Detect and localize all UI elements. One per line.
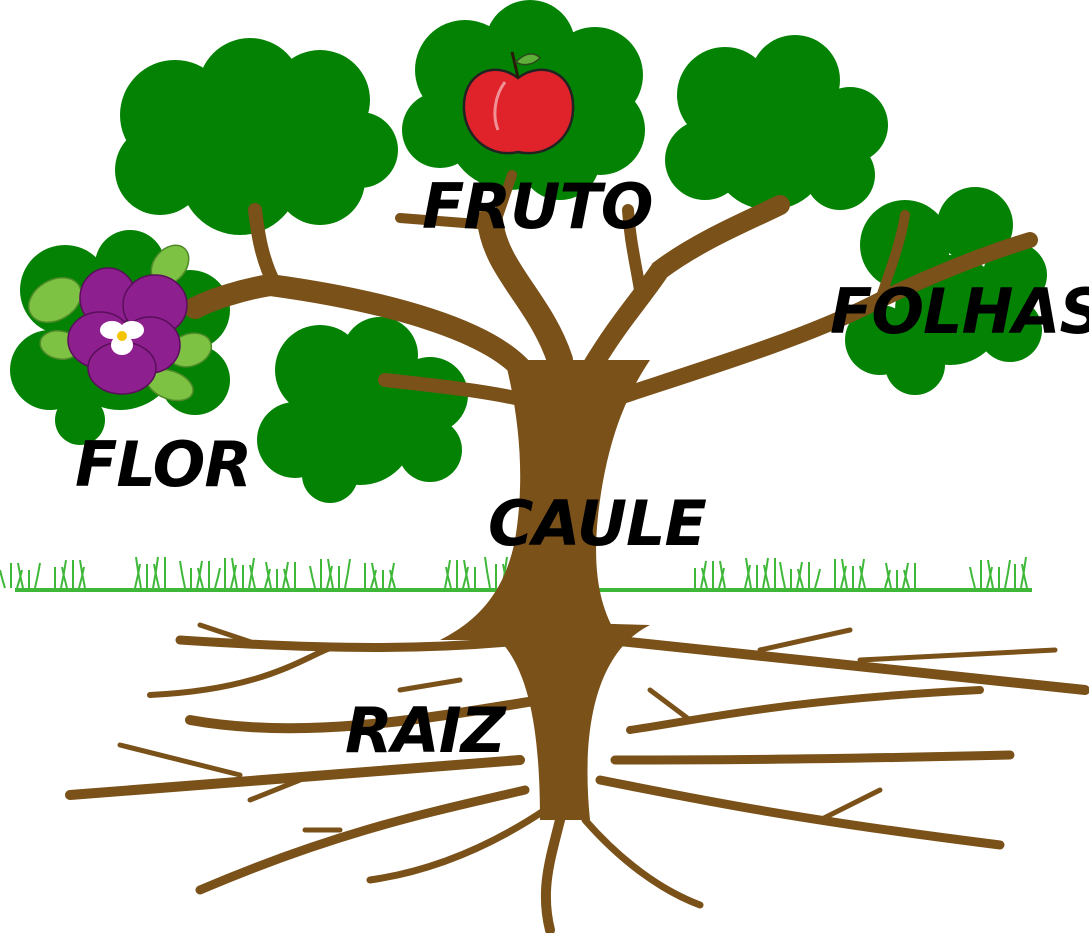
grass-blade xyxy=(859,565,866,589)
grass-blade xyxy=(78,566,85,589)
foliage xyxy=(10,0,1047,503)
grass-blade xyxy=(484,556,491,589)
grass-blade xyxy=(763,564,770,589)
grass-blade xyxy=(1021,563,1028,589)
grass-blade xyxy=(17,562,24,589)
grass-blade xyxy=(814,568,821,589)
grass-blade xyxy=(841,558,848,589)
grass-blade xyxy=(61,566,68,589)
grass-blade xyxy=(745,557,752,589)
grass-blade xyxy=(840,565,847,589)
grass-blade xyxy=(34,562,41,589)
grass-blade xyxy=(135,556,142,589)
grass-tufts xyxy=(0,556,1028,589)
grass-blade xyxy=(265,561,272,589)
grass-blade xyxy=(371,562,378,589)
grass-blade xyxy=(719,560,726,589)
grass-blade xyxy=(249,564,256,589)
grass-blade xyxy=(327,558,334,589)
grass-blade xyxy=(986,566,993,589)
grass-blade xyxy=(445,566,452,589)
labels: FRUTO FOLHAS FLOR CAULE RAIZ xyxy=(75,170,1089,767)
grass-blade xyxy=(885,562,892,589)
grass-blade xyxy=(16,569,23,589)
grass-blade xyxy=(197,567,204,589)
grass-blade xyxy=(0,569,6,589)
grass-blade xyxy=(779,561,786,589)
grass-blade xyxy=(326,565,333,589)
grass-blade xyxy=(153,563,160,589)
flower-icon xyxy=(28,244,213,402)
roots xyxy=(65,622,1089,933)
label-stem: CAULE xyxy=(488,487,707,560)
grass-blade xyxy=(370,569,377,589)
branches xyxy=(184,170,1038,408)
label-fruit: FRUTO xyxy=(422,170,652,243)
grass-blade xyxy=(214,567,221,589)
grass-blade xyxy=(718,567,725,589)
label-flower: FLOR xyxy=(75,428,251,501)
foliage-cloud-middle-left xyxy=(257,317,468,503)
grass-blade xyxy=(1004,559,1011,589)
grass-blade xyxy=(264,568,271,589)
grass-blade xyxy=(744,564,751,589)
grass-blade xyxy=(987,559,994,589)
grass-blade xyxy=(462,566,469,589)
grass-blade xyxy=(283,568,290,589)
grass-blade xyxy=(79,559,86,589)
grass-blade xyxy=(884,569,891,589)
grass-blade xyxy=(903,569,910,589)
grass-blade xyxy=(969,566,976,589)
foliage-cloud-right xyxy=(845,187,1047,395)
grass-blade xyxy=(179,560,186,589)
grass-blade xyxy=(701,567,708,589)
label-leaves: FOLHAS xyxy=(830,275,1089,348)
grass-blade xyxy=(463,559,470,589)
grass-blade xyxy=(389,569,396,589)
grass-blade xyxy=(344,558,351,589)
apple-icon xyxy=(462,51,575,155)
label-root: RAIZ xyxy=(345,694,507,767)
grass-blade xyxy=(797,568,804,589)
grass-blade xyxy=(309,565,316,589)
grass-blade xyxy=(231,557,238,589)
grass-blade xyxy=(134,563,141,589)
foliage-cloud-top-right xyxy=(665,35,888,210)
grass-blade xyxy=(230,564,237,589)
trunk xyxy=(440,360,650,820)
foliage-cloud-top-left xyxy=(115,38,398,235)
